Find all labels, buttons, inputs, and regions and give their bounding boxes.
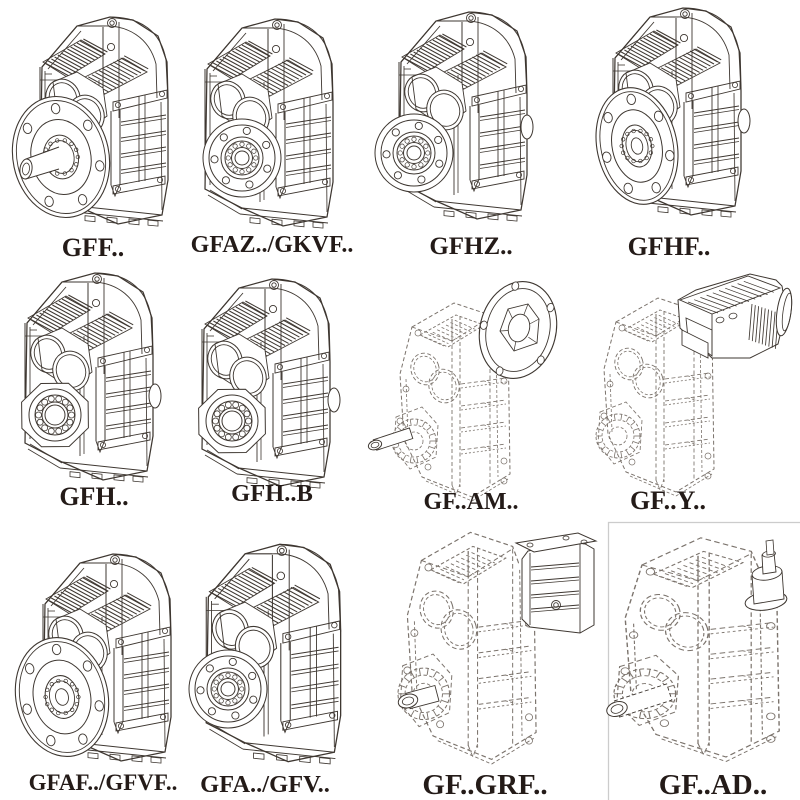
svg-text:GF..AD..: GF..AD.. <box>659 769 768 800</box>
svg-text:GF..AM..: GF..AM.. <box>423 489 518 515</box>
svg-text:GFA../GFV..: GFA../GFV.. <box>200 771 330 798</box>
svg-text:GF..GRF..: GF..GRF.. <box>422 769 547 800</box>
svg-text:GFF..: GFF.. <box>62 233 125 262</box>
svg-text:GFAZ../GKVF..: GFAZ../GKVF.. <box>191 232 354 258</box>
svg-text:GFH..B: GFH..B <box>231 480 313 507</box>
svg-text:GF..Y..: GF..Y.. <box>630 486 706 515</box>
svg-text:GFHF..: GFHF.. <box>628 232 711 261</box>
svg-text:GFHZ..: GFHZ.. <box>429 233 512 260</box>
svg-text:GFH..: GFH.. <box>59 482 128 511</box>
svg-text:GFAF../GFVF..: GFAF../GFVF.. <box>29 770 178 795</box>
